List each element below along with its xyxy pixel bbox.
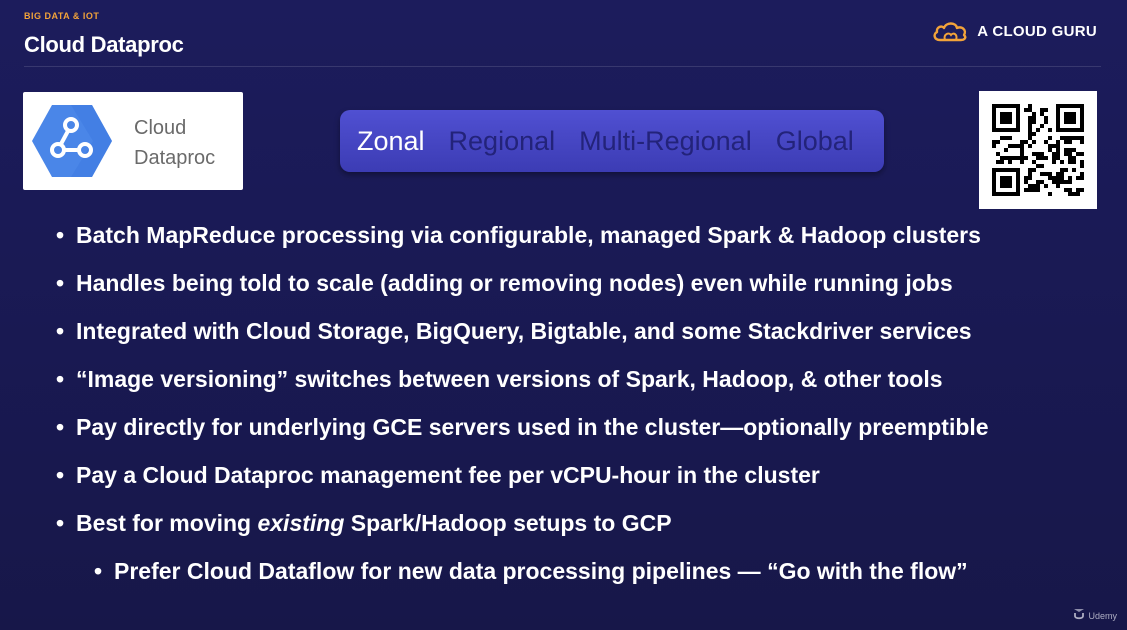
availability-scope-bar: Zonal Regional Multi-Regional Global	[340, 110, 884, 172]
scope-multi-regional: Multi-Regional	[579, 125, 752, 156]
scope-zonal: Zonal	[357, 125, 425, 156]
product-name: Cloud Dataproc	[134, 113, 239, 173]
bullet-item: • Best for moving existing Spark/Hadoop …	[56, 502, 989, 550]
bullet-dot-icon: •	[56, 462, 65, 488]
bullet-item: • Pay directly for underlying GCE server…	[56, 406, 989, 454]
bullet-dot-icon: •	[56, 366, 65, 392]
bullet-text: Prefer Cloud Dataflow for new data proce…	[114, 558, 968, 584]
bullet-text: Handles being told to scale (adding or r…	[76, 270, 953, 296]
product-name-line2: Dataproc	[134, 147, 216, 169]
sub-bullet-item: • Prefer Cloud Dataflow for new data pro…	[94, 550, 989, 598]
bullet-list: • Batch MapReduce processing via configu…	[56, 214, 989, 598]
bullet-dot-icon: •	[56, 318, 65, 344]
brand-name: A CLOUD GURU	[977, 22, 1097, 40]
bullet-text-part: Best for moving	[76, 510, 258, 536]
brand-logo: A CLOUD GURU	[931, 20, 1097, 42]
bullet-text-part: Spark/Hadoop setups to GCP	[344, 510, 672, 536]
bullet-item: • Pay a Cloud Dataproc management fee pe…	[56, 454, 989, 502]
dataproc-hexagon-icon	[31, 103, 113, 184]
bullet-dot-icon: •	[56, 270, 65, 296]
bullet-dot-icon: •	[56, 222, 65, 248]
bullet-item: • Handles being told to scale (adding or…	[56, 262, 989, 310]
header-divider	[24, 66, 1101, 67]
bullet-text: Pay directly for underlying GCE servers …	[76, 414, 989, 440]
bullet-item: • Batch MapReduce processing via configu…	[56, 214, 989, 262]
bullet-item: • “Image versioning” switches between ve…	[56, 358, 989, 406]
bullet-dot-icon: •	[94, 558, 103, 584]
udemy-logo-icon	[1073, 609, 1085, 622]
bullet-text: Integrated with Cloud Storage, BigQuery,…	[76, 318, 972, 344]
section-eyebrow: BIG DATA & IOT	[24, 11, 100, 21]
qr-code	[979, 91, 1097, 209]
bullet-dot-icon: •	[56, 414, 65, 440]
slide-title: Cloud Dataproc	[24, 32, 184, 57]
bullet-text: Batch MapReduce processing via configura…	[76, 222, 981, 248]
scope-regional: Regional	[448, 125, 556, 156]
qr-code-icon	[992, 104, 1084, 196]
bullet-text: Pay a Cloud Dataproc management fee per …	[76, 462, 820, 488]
bullet-text: “Image versioning” switches between vers…	[76, 366, 943, 392]
bullet-dot-icon: •	[56, 510, 65, 536]
product-card: Cloud Dataproc	[23, 92, 243, 190]
bullet-item: • Integrated with Cloud Storage, BigQuer…	[56, 310, 989, 358]
cloud-logo-icon	[931, 20, 969, 42]
scope-global: Global	[775, 125, 854, 156]
bullet-text: Best for moving existing Spark/Hadoop se…	[76, 510, 672, 536]
product-name-line1: Cloud	[134, 117, 187, 139]
udemy-label: Udemy	[1088, 610, 1117, 621]
udemy-watermark: Udemy	[1073, 609, 1117, 622]
bullet-text-emphasis: existing	[257, 510, 345, 536]
